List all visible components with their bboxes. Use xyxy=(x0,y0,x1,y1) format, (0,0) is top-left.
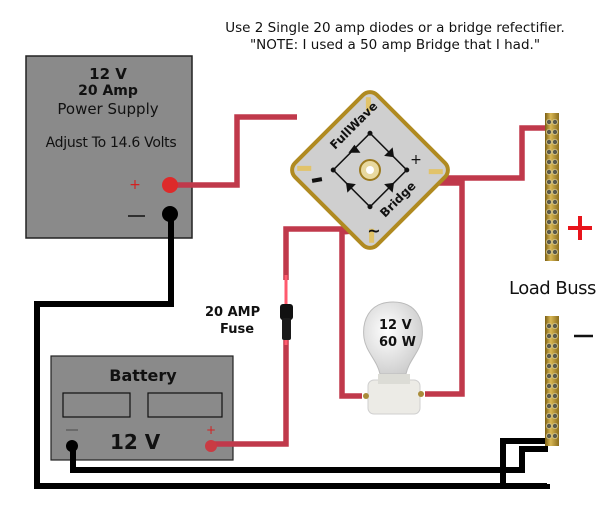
battery-plus-symbol: + xyxy=(206,423,216,437)
buss-screw-terminal xyxy=(552,342,559,349)
buss-screw-terminal xyxy=(546,158,553,165)
fuse-label-line2: Fuse xyxy=(220,322,255,337)
buss-screw-terminal xyxy=(552,248,559,255)
lamp-voltage-label: 12 V xyxy=(379,318,412,333)
buss-screw-terminal xyxy=(546,138,553,145)
buss-screw-terminal xyxy=(546,218,553,225)
buss-screw-terminal xyxy=(546,382,553,389)
buss-screw-terminal xyxy=(546,412,553,419)
buss-screw-terminal xyxy=(546,148,553,155)
buss-screw-terminal xyxy=(552,362,559,369)
buss-screw-terminal xyxy=(546,228,553,235)
power-supply-voltage: 12 V xyxy=(89,65,127,83)
wire-bridge-plus-to-lamp xyxy=(420,180,465,397)
battery-negative-terminal[interactable] xyxy=(66,440,78,452)
buss-screw-terminal xyxy=(552,422,559,429)
bridge-ac-symbol: ~ xyxy=(367,221,380,240)
battery-cell-right xyxy=(147,392,223,418)
buss-screw-terminal xyxy=(546,322,553,329)
buss-screw-terminal xyxy=(552,412,559,419)
buss-screw-terminal xyxy=(552,402,559,409)
instruction-note-line1: Use 2 Single 20 amp diodes or a bridge r… xyxy=(225,20,565,36)
buss-screw-terminal xyxy=(546,362,553,369)
battery-positive-terminal[interactable] xyxy=(205,440,217,452)
battery-title: Battery xyxy=(109,366,177,385)
bridge-plus-symbol: + xyxy=(410,152,422,168)
buss-screw-terminal xyxy=(552,128,559,135)
buss-screw-terminal xyxy=(546,238,553,245)
buss-screw-terminal xyxy=(552,168,559,175)
wire-bridge-plus-to-buss xyxy=(422,125,548,181)
buss-screw-terminal xyxy=(552,188,559,195)
buss-screw-terminal xyxy=(552,218,559,225)
buss-screw-terminal xyxy=(546,372,553,379)
buss-screw-terminal xyxy=(552,178,559,185)
buss-screw-terminal xyxy=(552,332,559,339)
buss-screw-terminal xyxy=(546,119,553,126)
buss-screw-terminal xyxy=(552,138,559,145)
buss-screw-terminal xyxy=(552,208,559,215)
power-supply-amperage: 20 Amp xyxy=(78,83,138,99)
battery-box xyxy=(50,355,234,461)
lamp xyxy=(363,301,424,415)
buss-screw-terminal xyxy=(552,392,559,399)
buss-screw-terminal xyxy=(546,422,553,429)
lamp-socket xyxy=(367,379,421,415)
battery-cell-left xyxy=(62,392,131,418)
wire-bridge-ac-to-fuse xyxy=(283,226,363,280)
buss-screw-terminal xyxy=(552,322,559,329)
buss-screw-terminal xyxy=(546,178,553,185)
buss-screw-terminal xyxy=(552,148,559,155)
power-supply-negative-terminal[interactable] xyxy=(162,206,178,222)
battery-voltage: 12 V xyxy=(110,430,161,454)
fuse-holder xyxy=(280,304,293,340)
buss-screw-terminal xyxy=(546,208,553,215)
buss-screw-terminal xyxy=(552,228,559,235)
buss-screw-terminal xyxy=(552,238,559,245)
fuse-label-line1: 20 AMP xyxy=(205,305,261,320)
wire-psu-positive-to-bridge-ac xyxy=(172,114,297,188)
buss-screw-terminal xyxy=(552,382,559,389)
buss-screw-terminal xyxy=(546,198,553,205)
power-supply-title: Power Supply xyxy=(57,100,159,118)
buss-screw-terminal xyxy=(546,352,553,359)
buss-screw-terminal xyxy=(546,402,553,409)
buss-screw-terminal xyxy=(546,342,553,349)
buss-screw-terminal xyxy=(546,332,553,339)
instruction-note-line2: "NOTE: I used a 50 amp Bridge that I had… xyxy=(249,37,541,53)
buss-screw-terminal xyxy=(552,198,559,205)
buss-screw-terminal xyxy=(552,158,559,165)
buss-screw-terminal xyxy=(552,119,559,126)
load-buss-label: Load Buss xyxy=(509,278,596,299)
wire-fuse-to-battery xyxy=(213,340,289,447)
wire-bridge-ac-to-lamp xyxy=(339,227,364,399)
load-buss-positive-bar xyxy=(545,113,559,261)
wire-battery-negative-to-buss xyxy=(70,446,548,473)
lamp-wattage-label: 60 W xyxy=(379,335,416,350)
bridge-rectifier xyxy=(290,90,450,250)
buss-screw-terminal xyxy=(546,248,553,255)
buss-screw-terminal xyxy=(546,392,553,399)
buss-screw-terminal xyxy=(552,432,559,439)
buss-screw-terminal xyxy=(546,188,553,195)
instruction-note: Use 2 Single 20 amp diodes or a bridge r… xyxy=(190,20,600,54)
power-supply-adjust-note: Adjust To 14.6 Volts xyxy=(45,135,177,151)
wire-psu-negative-to-buss xyxy=(34,214,550,489)
wire-psu-negative-to-buss-end xyxy=(37,438,548,489)
bridge-minus-symbol xyxy=(311,177,323,183)
buss-screw-terminal xyxy=(546,128,553,135)
power-supply-positive-terminal[interactable] xyxy=(162,177,178,193)
power-supply-box xyxy=(25,55,193,239)
buss-screw-terminal xyxy=(546,432,553,439)
buss-screw-terminal xyxy=(546,168,553,175)
buss-screw-terminal xyxy=(552,352,559,359)
buss-screw-terminal xyxy=(552,372,559,379)
load-buss-plus-icon xyxy=(568,216,592,240)
power-supply-plus-symbol: + xyxy=(129,177,141,193)
